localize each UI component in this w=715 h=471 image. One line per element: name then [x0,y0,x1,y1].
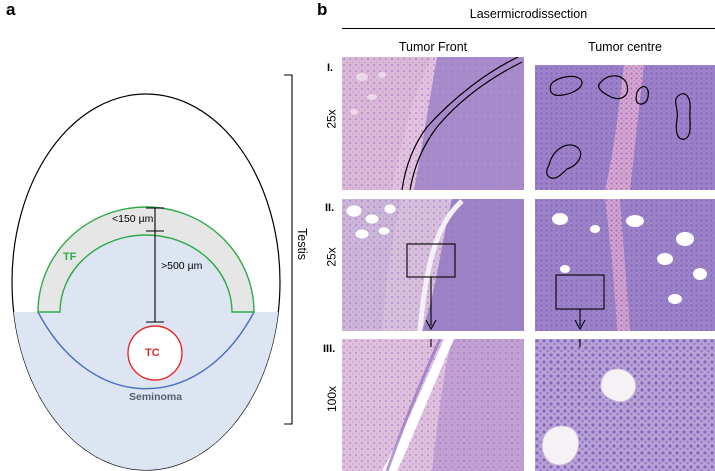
seminoma-label: Seminoma [129,391,183,403]
panel-b-letter: b [317,0,328,19]
tumor-centre-circle [127,325,183,381]
micrograph-row2-centre [535,199,715,331]
micrograph-row3-centre [535,339,715,471]
row-magnification-3: 100x [325,385,340,413]
col-header-tumor-centre: Tumor centre [588,40,662,54]
tc-label: TC [145,347,160,359]
row-magnification-1: 25x [324,109,339,129]
testis-schematic [11,74,293,471]
testis-label: Testis [295,228,309,260]
tf-label: TF [63,251,77,263]
testis-bracket [284,74,293,425]
micrograph-row2-front [342,199,524,331]
tumor-front-outline-row1 [409,61,523,190]
row-label-3: III. [323,343,336,355]
row-label-2: II. [325,202,335,214]
dim-small-label: <150 µm [112,213,154,225]
micrograph-row1-centre [535,57,715,190]
col-header-tumor-front: Tumor Front [398,40,468,54]
panel-a-letter: a [6,0,16,19]
title-rule [342,28,715,29]
micrograph-row3-front [342,339,524,471]
panel-b-title: Lasermicrodissection [469,7,588,21]
seminoma-outline [37,311,255,390]
row-label-1: I. [327,62,334,74]
dim-large-label: >500 µm [161,260,203,272]
row-magnification-2: 25x [324,247,339,267]
tumor-front-band [37,206,255,313]
micrograph-row1-front [342,57,524,190]
